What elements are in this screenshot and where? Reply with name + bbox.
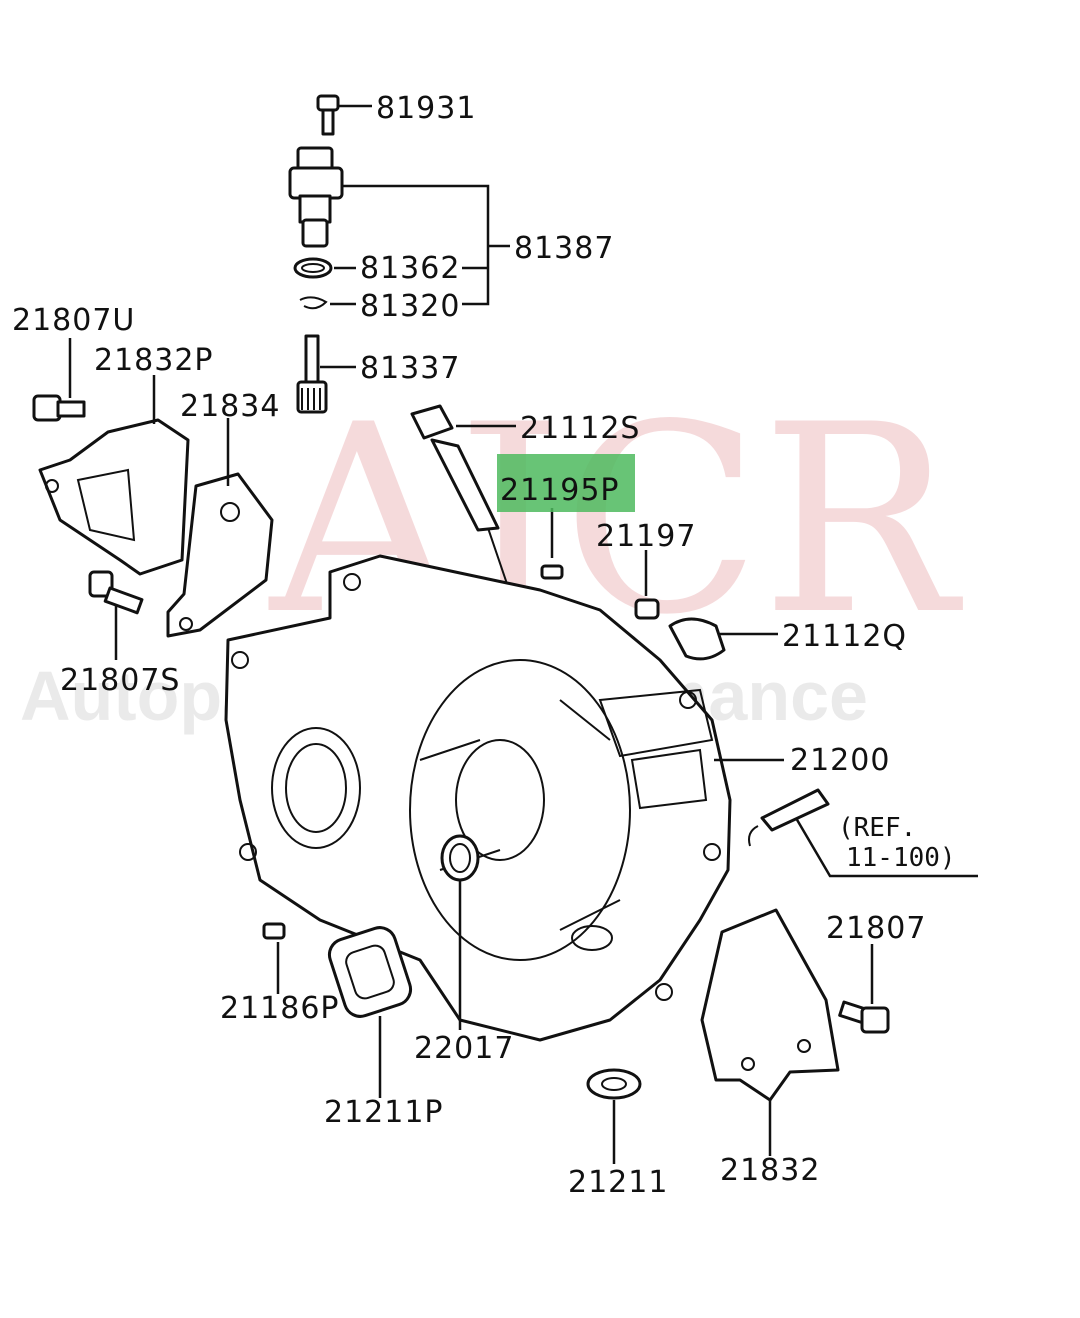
label-81387: 81387: [514, 231, 614, 266]
label-ref-line2: 11-100): [846, 843, 956, 873]
speed-sensor-81387: [288, 146, 344, 248]
bracket-21832P: [38, 418, 190, 576]
bolt-81931: [316, 94, 340, 136]
label-21834: 21834: [180, 389, 280, 424]
label-21200: 21200: [790, 743, 890, 778]
label-81362: 81362: [360, 251, 460, 286]
bracket-21834: [166, 472, 274, 638]
label-21197: 21197: [596, 519, 696, 554]
pin-21186P: [262, 922, 286, 940]
label-81931: 81931: [376, 91, 476, 126]
plug-21211P: [327, 926, 413, 1018]
driven-gear-81337: [296, 334, 328, 414]
clip-81320: [299, 296, 328, 310]
label-21807S: 21807S: [60, 663, 180, 698]
label-22017: 22017: [414, 1031, 514, 1066]
dipstick-21112S: [410, 404, 521, 623]
highlight-21195P: [497, 454, 635, 512]
plug-21197: [634, 598, 660, 620]
label-21832P: 21832P: [94, 343, 214, 378]
label-81320: 81320: [360, 289, 460, 324]
seal-22017: [440, 834, 480, 882]
bolt-21807: [838, 1000, 890, 1034]
label-21211P: 21211P: [324, 1095, 444, 1130]
label-21832: 21832: [720, 1153, 820, 1188]
label-ref-line1: (REF.: [838, 813, 916, 843]
bolt-21807S: [88, 570, 144, 615]
grommet-21211: [586, 1068, 642, 1100]
plug-21112Q: [668, 617, 726, 661]
label-21807: 21807: [826, 911, 926, 946]
o-ring-81362: [293, 257, 333, 279]
label-21211: 21211: [568, 1165, 668, 1200]
label-21112S: 21112S: [520, 411, 640, 446]
label-21112Q: 21112Q: [782, 619, 907, 654]
harness-clip: [748, 788, 830, 847]
bolt-21807U: [32, 394, 86, 422]
label-21195P: 21195P: [500, 473, 620, 508]
label-21807U: 21807U: [12, 303, 135, 338]
pin-21195P: [540, 564, 564, 580]
label-81337: 81337: [360, 351, 460, 386]
cover-21832: [700, 908, 840, 1102]
label-21186P: 21186P: [220, 991, 340, 1026]
